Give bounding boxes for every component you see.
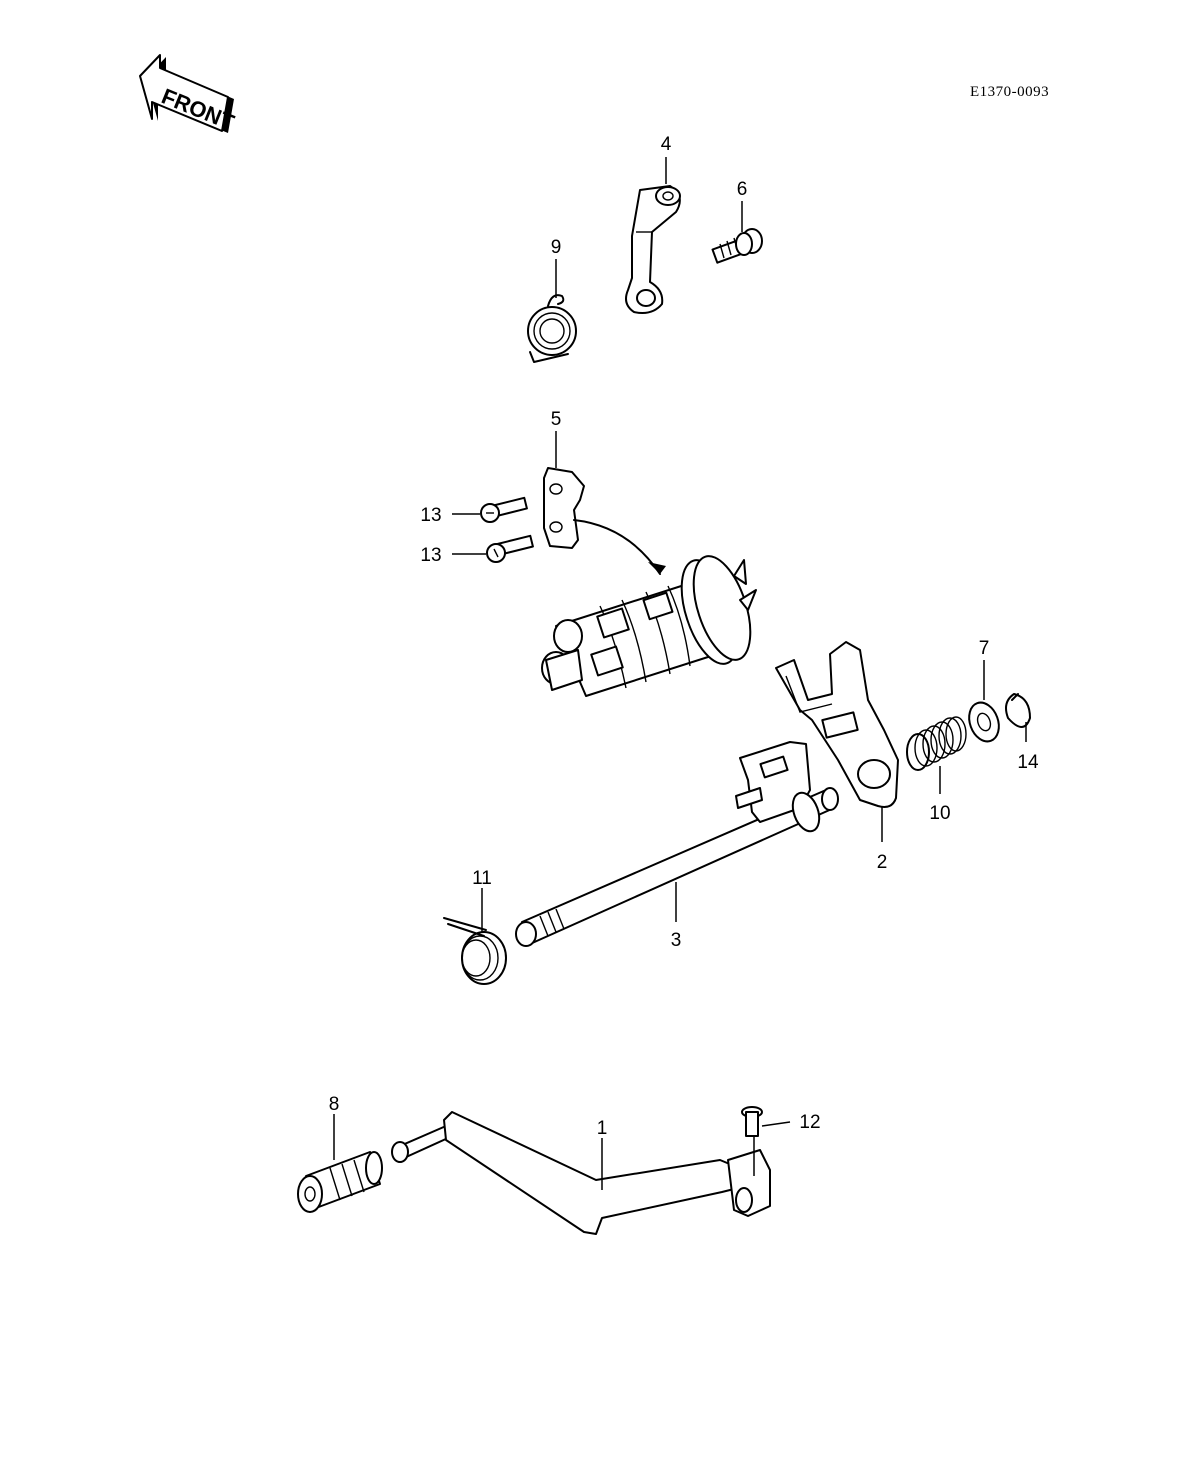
shift-drum — [541, 555, 757, 697]
part-5-plate — [543, 467, 585, 549]
part-1-shift-pedal — [391, 1111, 771, 1235]
part-13-screw-upper — [480, 496, 528, 523]
assembly-arrow — [573, 519, 661, 575]
callout-7: 7 — [979, 638, 990, 659]
callout-13-lower: 13 — [420, 545, 441, 566]
callout-4: 4 — [661, 134, 672, 155]
part-14-circlip — [1005, 693, 1031, 728]
callouts: 4 6 9 5 13 13 7 14 10 2 11 3 8 1 12 — [329, 134, 1039, 1139]
callout-2: 2 — [877, 852, 888, 873]
part-8-rubber — [297, 1151, 383, 1213]
callout-8: 8 — [329, 1094, 340, 1115]
callout-leaders — [333, 157, 1027, 1190]
part-7-washer — [968, 701, 1000, 743]
part-9-spring — [527, 294, 577, 363]
callout-9: 9 — [551, 237, 562, 258]
part-11-return-spring — [443, 917, 507, 985]
callout-10: 10 — [929, 803, 950, 824]
callout-6: 6 — [737, 179, 748, 200]
front-arrow-icon: FRONT — [139, 54, 238, 135]
part-6-bolt — [711, 228, 763, 264]
part-3-shift-shaft — [515, 741, 839, 947]
part-10-spring — [906, 716, 967, 771]
callout-14: 14 — [1017, 752, 1039, 773]
callout-12: 12 — [799, 1112, 820, 1133]
drawing-code: E1370-0093 — [970, 84, 1049, 100]
part-13-screw-lower — [486, 534, 534, 563]
callout-5: 5 — [551, 409, 562, 430]
callout-1: 1 — [597, 1118, 608, 1139]
part-12-bolt — [741, 1106, 763, 1137]
callout-13-upper: 13 — [420, 505, 441, 526]
part-2-shift-plate — [775, 641, 899, 808]
callout-3: 3 — [671, 930, 682, 951]
callout-11: 11 — [472, 868, 492, 889]
part-4-stopper-lever — [625, 185, 681, 314]
